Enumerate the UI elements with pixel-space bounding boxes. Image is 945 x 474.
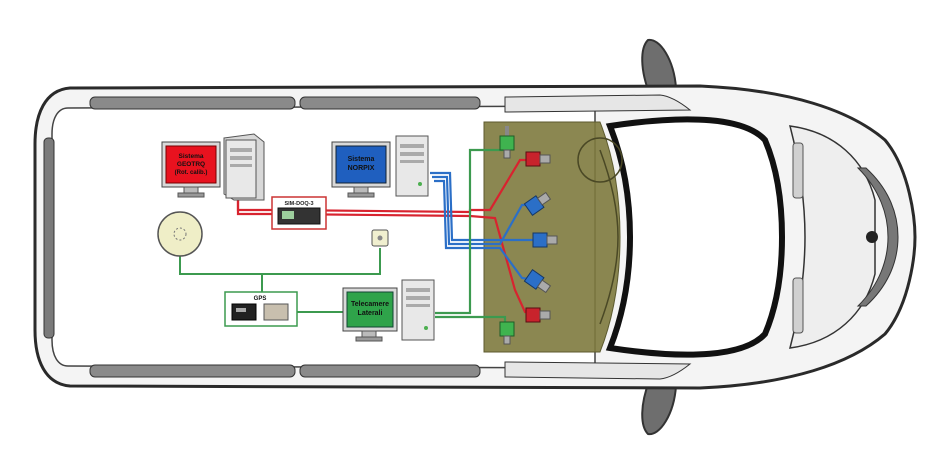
- hood-vent-right: [792, 277, 804, 334]
- monitor-blue-base: [347, 192, 375, 198]
- antenna-dot: [377, 235, 383, 241]
- monitor-red-stand: [183, 186, 199, 194]
- lateral-label-2: Laterali: [358, 310, 383, 317]
- hood: [788, 125, 876, 349]
- cameras: [499, 126, 558, 345]
- mobile-mapping-label-2: GEOTRQ: [177, 161, 205, 168]
- rear-strip: [43, 137, 55, 339]
- cable-red-2: [236, 198, 535, 314]
- recorder-screen: [282, 211, 294, 219]
- system-mobile-mapping: Sistema GEOTRQ (Rot. calib.): [161, 133, 265, 201]
- camera-red-bottom: [525, 307, 551, 323]
- tower-pc-red: [223, 133, 265, 201]
- gps-label: GPS: [254, 296, 267, 302]
- recorder-device: SIM-DOQ-3: [271, 196, 327, 230]
- gps-unit: GPS: [224, 291, 298, 327]
- rail-bottom-right: [299, 364, 481, 378]
- cable-green-1: [435, 148, 505, 315]
- monitor-green-screen: [346, 291, 394, 328]
- camera-green-bottom: [499, 321, 515, 345]
- norpix-label-2: NORPIX: [348, 165, 375, 172]
- norpix-label-1: Sistema: [348, 156, 375, 163]
- mirror-top: [641, 38, 678, 97]
- mobile-mapping-label-1: Sistema: [179, 153, 204, 160]
- hood-vent-left: [792, 142, 804, 199]
- recorder-display-text: SIM-DOQ-3: [284, 201, 313, 207]
- front-grille: [856, 167, 899, 307]
- camera-red-top: [525, 151, 551, 167]
- gps-receiver-panel: [236, 308, 246, 312]
- cables: [179, 148, 540, 330]
- monitor-blue-screen: [335, 145, 387, 184]
- windshield: [605, 116, 786, 358]
- monitor-blue-stand: [353, 186, 369, 194]
- camera-blue-center: [532, 232, 558, 248]
- rail-top-left: [89, 96, 296, 110]
- door-top: [504, 94, 692, 113]
- monitor-green-base: [355, 336, 383, 342]
- brand-logo: [866, 231, 878, 243]
- lateral-label-1: Telecamere: [351, 301, 389, 308]
- cable-blue-3: [434, 179, 536, 282]
- tower-pc-green: [401, 279, 435, 341]
- gps-antenna: [371, 229, 389, 247]
- rail-bottom-left: [89, 364, 296, 378]
- tower-pc-blue: [395, 135, 429, 197]
- gps-imu: [263, 303, 289, 321]
- steering-hint: [577, 137, 623, 183]
- cable-gps-sensor: [179, 255, 263, 292]
- mobile-mapping-label-3: (Rot. calib.): [175, 170, 208, 176]
- cable-blue-2: [432, 175, 535, 246]
- monitor-red-base: [177, 192, 205, 198]
- monitor-green-stand: [361, 330, 377, 338]
- system-norpix: Sistema NORPIX: [331, 135, 429, 198]
- dashboard: [599, 149, 619, 325]
- camera-blue-upper: [523, 191, 552, 217]
- round-sensor: [157, 211, 203, 257]
- mirror-bottom: [641, 377, 678, 436]
- rail-top-right: [299, 96, 481, 110]
- camera-green-top: [499, 126, 515, 159]
- monitor-red-screen: [165, 145, 217, 184]
- sensor-center: [173, 227, 187, 241]
- cable-blue-1: [430, 171, 540, 242]
- camera-blue-lower: [523, 268, 552, 294]
- cable-gps-antenna: [262, 248, 381, 275]
- system-lateral-cameras: Telecamere Laterali: [342, 279, 435, 342]
- door-bottom: [504, 361, 692, 380]
- sensor-disc: [157, 211, 203, 257]
